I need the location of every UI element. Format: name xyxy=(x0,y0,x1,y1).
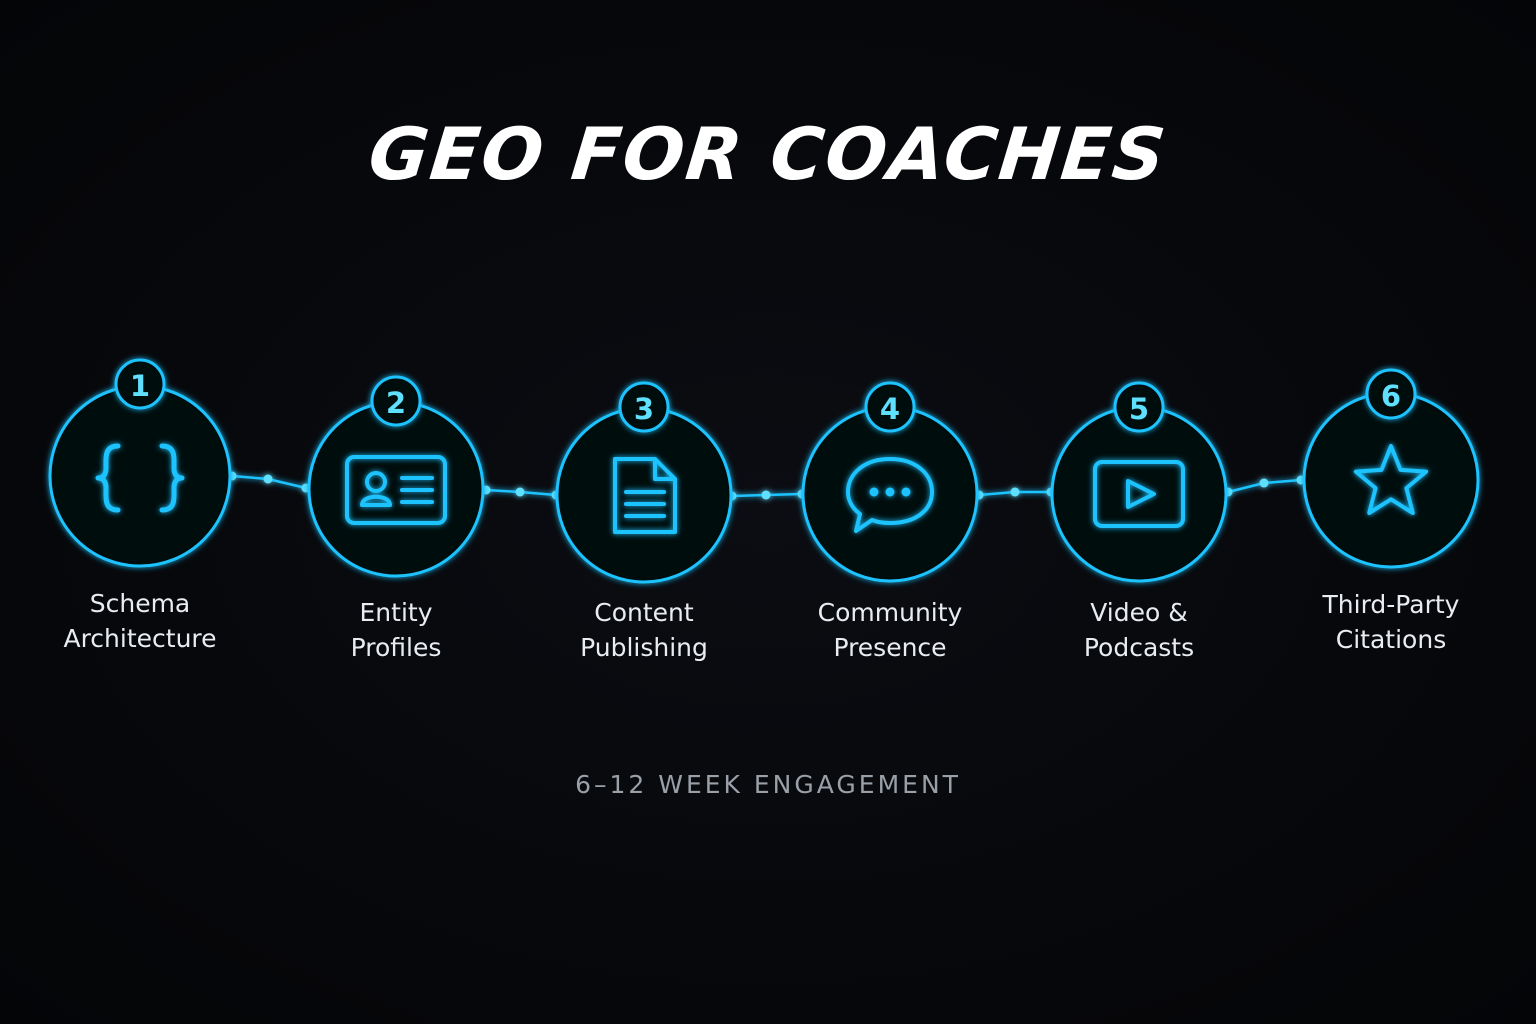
step-label-content-publishing: Content Publishing xyxy=(534,595,754,665)
step-number-badge xyxy=(370,375,422,427)
curly-braces-icon xyxy=(95,443,185,513)
step-number: 2 xyxy=(386,386,406,420)
step-number: 6 xyxy=(1381,379,1401,413)
step-number-badge xyxy=(864,381,916,433)
connector-1-2 xyxy=(227,471,311,493)
step-1: 1 xyxy=(48,358,232,568)
step-circle xyxy=(1050,405,1228,583)
id-card-icon xyxy=(345,455,447,525)
document-icon xyxy=(613,457,677,534)
label-line: Third-Party xyxy=(1322,590,1460,619)
step-number-badge xyxy=(114,358,166,410)
step-circle xyxy=(307,400,485,578)
label-line: Podcasts xyxy=(1083,633,1195,662)
step-number: 1 xyxy=(130,369,150,403)
step-6: 6 xyxy=(1302,368,1480,569)
label-line: Profiles xyxy=(350,633,442,662)
label-line: Publishing xyxy=(580,633,708,662)
step-5: 5 xyxy=(1050,381,1228,583)
label-line: Citations xyxy=(1335,625,1447,654)
star-icon xyxy=(1353,444,1429,515)
label-line: Content xyxy=(594,598,694,627)
step-2: 2 xyxy=(307,375,485,578)
step-number-badge xyxy=(618,381,670,433)
label-line: Community xyxy=(817,598,963,627)
connector-4-5 xyxy=(974,487,1056,500)
step-label-entity-profiles: Entity Profiles xyxy=(286,595,506,665)
chat-bubble-icon xyxy=(846,457,934,533)
label-line: Schema xyxy=(89,589,191,618)
video-play-icon xyxy=(1093,460,1185,528)
step-circle xyxy=(48,384,232,568)
step-label-community-presence: Community Presence xyxy=(780,595,1000,665)
step-number: 5 xyxy=(1129,392,1149,426)
label-line: Architecture xyxy=(63,624,217,653)
label-line: Presence xyxy=(833,633,947,662)
step-number: 4 xyxy=(880,392,900,426)
connector-2-3 xyxy=(481,485,561,500)
step-4: 4 xyxy=(801,381,979,583)
step-label-schema-architecture: Schema Architecture xyxy=(30,586,250,656)
step-label-video-podcasts: Video & Podcasts xyxy=(1029,595,1249,665)
step-number-badge xyxy=(1365,368,1417,420)
step-number-badge xyxy=(1113,381,1165,433)
connector-5-6 xyxy=(1223,475,1306,497)
label-line: Video & xyxy=(1090,598,1188,627)
step-label-third-party-citations: Third-Party Citations xyxy=(1281,587,1501,657)
step-circle xyxy=(555,406,733,584)
step-number: 3 xyxy=(634,392,654,426)
connector-3-4 xyxy=(727,489,807,501)
step-3: 3 xyxy=(555,381,733,584)
engagement-duration: 6–12 WEEK ENGAGEMENT xyxy=(575,770,961,799)
label-line: Entity xyxy=(359,598,433,627)
